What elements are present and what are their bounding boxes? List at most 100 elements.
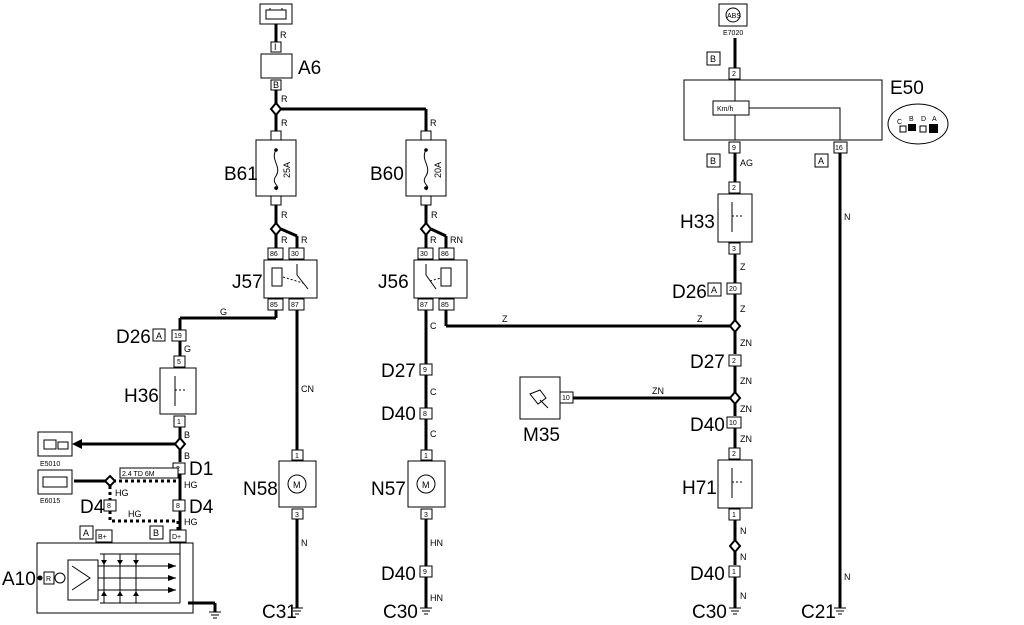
wire-label-r: R [281, 210, 288, 220]
component-label-d4: D4 [80, 497, 105, 518]
junction-node [269, 221, 283, 237]
wire-label-zn: ZN [740, 434, 752, 444]
connector-pin-c: C [897, 119, 902, 126]
wire-label-c: C [430, 387, 437, 397]
pin-8: 8 [176, 503, 180, 510]
component-label-d40: D40 [381, 564, 416, 585]
pin-9: 9 [423, 569, 427, 576]
junction-node [728, 538, 742, 554]
ground-label-c31: C31 [262, 602, 297, 623]
component-label-e6015: E6015 [40, 498, 60, 505]
pin-2: 2 [732, 451, 736, 458]
pin-9: 9 [423, 367, 427, 374]
component-label-n58: N58 [243, 479, 278, 500]
component-label-j56: J56 [378, 272, 409, 293]
connector-a: A [156, 331, 162, 341]
pin-9: 9 [732, 145, 736, 152]
pin-16: 16 [835, 145, 843, 152]
junction-node [728, 318, 742, 334]
component-label-d27: D27 [381, 361, 416, 382]
ecu-e5010 [37, 431, 73, 457]
wire-label-ag: AG [740, 158, 753, 168]
pin-1: 1 [295, 453, 299, 460]
pin-8: 8 [423, 411, 427, 418]
wire-label-z: Z [740, 262, 746, 272]
component-label-e7020: E7020 [723, 30, 743, 37]
connector-pin-a: A [932, 116, 937, 123]
wire-label-r: R [430, 235, 437, 245]
pin-30: 30 [291, 251, 299, 258]
wire-label-zn: ZN [652, 386, 664, 396]
wire-label-hg: HG [128, 509, 142, 519]
regulator-label: R [46, 576, 51, 583]
pin-10: 10 [729, 420, 737, 427]
switch-h36 [159, 367, 197, 415]
motor-n58 [278, 460, 317, 508]
pin-87: 87 [291, 302, 299, 309]
pin-86: 86 [270, 251, 278, 258]
sensor-m35 [519, 376, 561, 420]
switch-h71 [717, 459, 753, 509]
battery-symbol [259, 3, 293, 25]
connector-a: A [83, 528, 89, 538]
wire-label-g: G [184, 344, 191, 354]
pin-3: 3 [295, 512, 299, 519]
wire-label-r: R [430, 118, 437, 128]
wire-label-r: R [301, 235, 308, 245]
pin-2: 2 [732, 71, 736, 78]
switch-h33 [717, 193, 753, 243]
wire-label-hg: HG [184, 517, 198, 527]
wire-label-n: N [844, 212, 851, 222]
wire-label-z: Z [697, 314, 703, 324]
pin-2: 2 [732, 185, 736, 192]
component-label-d27: D27 [690, 352, 725, 373]
pin-3: 3 [732, 246, 736, 253]
component-label-m35: M35 [523, 425, 560, 446]
pin-1: 1 [732, 569, 736, 576]
pin-19: 19 [174, 333, 182, 340]
connector-view [887, 103, 949, 145]
wire-label-n: N [740, 591, 747, 601]
fuse-rating-b60: 20A [433, 162, 443, 178]
pin-5: 5 [177, 359, 181, 366]
wire-label-n: N [740, 552, 747, 562]
svg-text:ABS: ABS [727, 13, 741, 20]
component-label-j57: J57 [232, 272, 263, 293]
connector-a: A [818, 156, 824, 166]
component-label-a6: A6 [298, 58, 321, 79]
component-label-d4b: D4 [189, 497, 214, 518]
pin-30: 30 [420, 251, 428, 258]
component-label-h36: H36 [124, 386, 159, 407]
component-label-d26: D26 [672, 282, 707, 303]
ground-label-c30: C30 [383, 602, 418, 623]
wire-label-zn: ZN [740, 338, 752, 348]
instrument-panel-e50 [683, 79, 883, 141]
pin-10: 10 [562, 395, 570, 402]
wire-label-c: C [430, 429, 437, 439]
terminal-b-plus: B+ [98, 534, 107, 541]
connector-pin-d: D [921, 116, 926, 123]
wire-label-hg: HG [115, 488, 129, 498]
ground-label-c30: C30 [692, 602, 727, 623]
component-label-b61: B61 [224, 164, 258, 185]
component-label-a10: A10 [2, 569, 36, 590]
terminal-d-plus: D+ [172, 534, 181, 541]
pin-1: 1 [424, 453, 428, 460]
junction-node [728, 390, 742, 406]
component-label-h33: H33 [680, 212, 715, 233]
pin-86: 86 [441, 251, 449, 258]
component-label-d40: D40 [381, 404, 416, 425]
ground-label-c21: C21 [801, 602, 836, 623]
wire-label-cn: CN [301, 384, 314, 394]
wire-label-c: C [430, 321, 437, 331]
connector-b: B [710, 156, 716, 166]
connector-b: B [153, 528, 159, 538]
pin-label: B [273, 80, 279, 90]
component-label-n57: N57 [371, 479, 406, 500]
wire-label-n: N [844, 572, 851, 582]
svg-text:M: M [422, 480, 430, 490]
component-label-d40: D40 [690, 564, 725, 585]
wire-label-n: N [301, 538, 308, 548]
